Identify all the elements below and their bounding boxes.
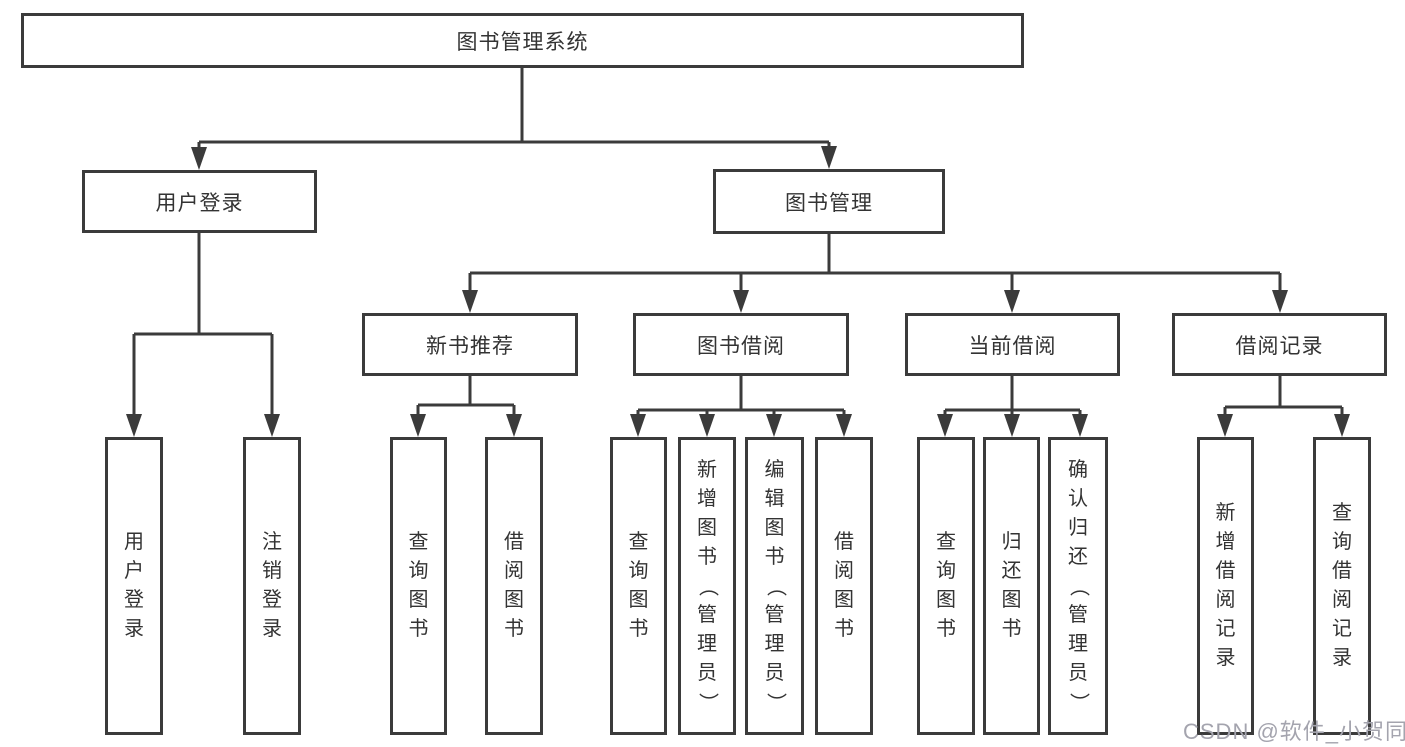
edge-records-to-leaves: [1223, 376, 1344, 418]
leaf-query-books-current: 查询图书: [917, 437, 975, 735]
edge-login-to-leaves: [132, 233, 274, 418]
arrowhead: [1004, 414, 1020, 437]
arrowheads: [126, 146, 1350, 437]
node-label: 归还图书: [1001, 531, 1022, 640]
node-label: 借阅记录: [1235, 334, 1324, 358]
node-label: 注销登录: [262, 531, 282, 640]
node-label: 查询借阅记录: [1332, 502, 1352, 669]
node-label: 查询图书: [936, 531, 956, 640]
arrowhead: [191, 147, 207, 170]
leaf-borrow-books: 借阅图书: [815, 437, 873, 735]
leaf-add-book-admin: 新增图书（管理员）: [678, 437, 736, 735]
leaf-query-books-recommend: 查询图书: [390, 437, 447, 735]
arrowhead: [410, 414, 426, 437]
leaf-query-books-borrow: 查询图书: [610, 437, 667, 735]
leaf-borrow-books-recommend: 借阅图书: [485, 437, 543, 735]
arrowhead: [506, 414, 522, 437]
arrowhead: [1004, 290, 1020, 313]
leaf-confirm-return-admin: 确认归还（管理员）: [1048, 437, 1108, 735]
edge-root-to-level1: [197, 68, 831, 152]
leaf-query-borrow-record: 查询借阅记录: [1313, 437, 1371, 735]
arrowhead: [821, 146, 837, 169]
csdn-watermark: CSDN @软件_小贺同学: [1183, 719, 1405, 744]
node-new-book-recommend: 新书推荐: [362, 313, 578, 376]
node-label: 查询图书: [628, 531, 649, 640]
node-label: 当前借阅: [968, 334, 1057, 358]
arrowhead: [836, 414, 852, 437]
leaf-add-borrow-record: 新增借阅记录: [1197, 437, 1254, 735]
node-label: 新增图书（管理员）: [696, 458, 719, 713]
node-book-borrow: 图书借阅: [633, 313, 849, 376]
node-label: 查询图书: [408, 531, 429, 640]
edge-current-to-leaves: [943, 376, 1082, 418]
arrowhead: [264, 414, 280, 437]
edge-borrow-to-leaves: [636, 376, 846, 418]
node-library-system: 图书管理系统: [21, 13, 1024, 68]
arrowhead: [1272, 290, 1288, 313]
leaf-logout: 注销登录: [243, 437, 301, 735]
node-label: 确认归还（管理员）: [1067, 458, 1090, 713]
leaf-edit-book-admin: 编辑图书（管理员）: [745, 437, 804, 735]
arrowhead: [1217, 414, 1233, 437]
edge-new-to-leaves: [416, 376, 516, 418]
node-book-management: 图书管理: [713, 169, 945, 234]
node-label: 新增借阅记录: [1215, 502, 1236, 669]
arrowhead: [126, 414, 142, 437]
arrowhead: [630, 414, 646, 437]
arrowhead: [1334, 414, 1350, 437]
arrowhead: [462, 290, 478, 313]
node-label: 用户登录: [124, 531, 144, 640]
leaf-user-login-action: 用户登录: [105, 437, 163, 735]
node-current-borrow: 当前借阅: [905, 313, 1120, 376]
arrowhead: [699, 414, 715, 437]
node-borrow-records: 借阅记录: [1172, 313, 1387, 376]
arrowhead: [766, 414, 782, 437]
node-label: 借阅图书: [834, 531, 854, 640]
node-user-login: 用户登录: [82, 170, 317, 233]
edge-mgmt-to-level2: [468, 234, 1282, 294]
arrowhead: [1072, 414, 1088, 437]
node-label: 图书借阅: [697, 334, 785, 358]
node-label: 编辑图书（管理员）: [764, 458, 786, 713]
node-label: 图书管理: [785, 191, 873, 215]
leaf-return-books: 归还图书: [983, 437, 1040, 735]
arrowhead: [937, 414, 953, 437]
node-label: 借阅图书: [504, 531, 524, 640]
node-label: 新书推荐: [426, 334, 514, 358]
node-label: 图书管理系统: [456, 30, 589, 54]
arrowhead: [733, 290, 749, 313]
node-label: 用户登录: [155, 191, 244, 215]
